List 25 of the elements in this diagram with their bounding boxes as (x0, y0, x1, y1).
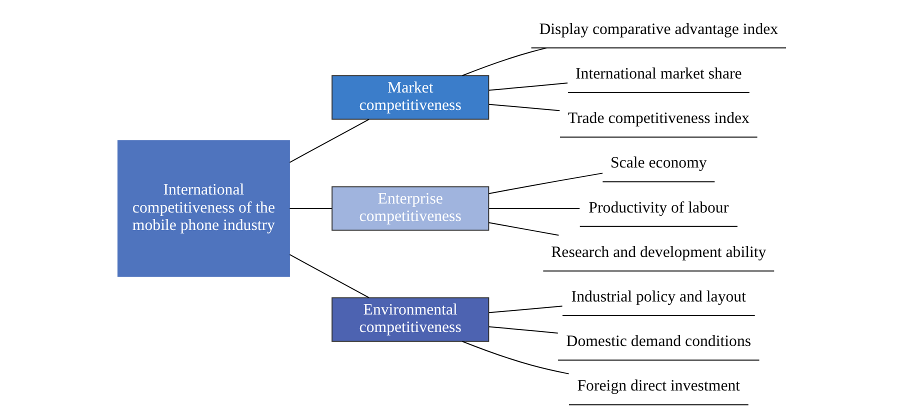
connector (488, 306, 562, 314)
connector (461, 340, 569, 374)
connector (288, 118, 369, 163)
node-text: Trade competitiveness index (567, 110, 749, 128)
connector (288, 208, 332, 209)
connector (461, 47, 547, 76)
node-text: Scale economy (610, 154, 706, 172)
connector (488, 104, 560, 112)
connector (488, 172, 603, 194)
node-box: International competitiveness of the mobile phone industry (116, 140, 290, 277)
connector (488, 82, 568, 91)
connector (488, 222, 559, 236)
node-box: Enterprise competitiveness (331, 186, 489, 231)
connector (288, 254, 369, 298)
node-text: Foreign direct investment (576, 378, 740, 395)
node-text: International market share (575, 65, 742, 82)
node-text: Display comparative advantage index (538, 20, 778, 38)
node-box: Environmental competitiveness (331, 297, 489, 342)
node-text: Productivity of labour (588, 199, 728, 216)
node-text: Domestic demand conditions (566, 333, 751, 350)
connector (488, 208, 580, 209)
node-box: Market competitiveness (331, 75, 489, 120)
node-text: Research and development ability (550, 244, 766, 261)
node-text: Industrial policy and layout (570, 288, 746, 306)
connector (488, 326, 558, 334)
